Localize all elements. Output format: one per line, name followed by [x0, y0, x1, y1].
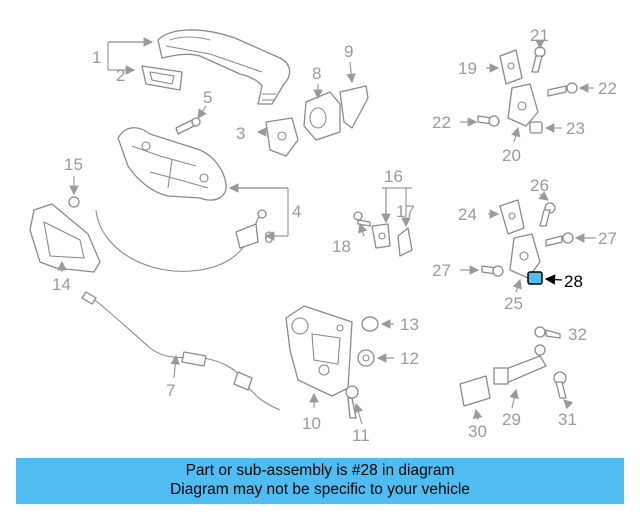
- callout-18: 18: [332, 237, 351, 256]
- bolt-part-26[interactable]: [539, 202, 556, 227]
- callout-32: 32: [568, 325, 587, 344]
- upper-hinge-part-19[interactable]: [499, 49, 523, 85]
- bolt-part-22b[interactable]: [547, 82, 578, 97]
- bolt-part-31[interactable]: [553, 371, 567, 399]
- callout-15: 15: [64, 155, 83, 174]
- banner-line-2: Diagram may not be specific to your vehi…: [170, 481, 470, 498]
- exterior-handle-part[interactable]: [157, 29, 291, 105]
- interior-handle-part[interactable]: [29, 203, 101, 273]
- callout-22a: 22: [432, 113, 451, 132]
- pad-part-17[interactable]: [397, 227, 413, 257]
- parts-diagram: 1 2 3 4 5 6 7 8 9 10 11 12 13 14 15 16 1…: [29, 26, 617, 445]
- callout-6: 6: [264, 228, 273, 247]
- callout-23: 23: [566, 119, 585, 138]
- callout-28: 28: [564, 272, 583, 291]
- callout-2: 2: [116, 66, 125, 85]
- bolt-part-21[interactable]: [531, 46, 546, 73]
- pin-part-18[interactable]: [353, 211, 371, 227]
- door-check-part-29[interactable]: [493, 344, 547, 385]
- callout-31: 31: [558, 410, 577, 429]
- cap-part-23[interactable]: [529, 121, 543, 134]
- hinge-plate-part[interactable]: [371, 223, 391, 249]
- callout-16: 16: [384, 167, 403, 186]
- callout-27a: 27: [432, 261, 451, 280]
- upper-hinge-part-20[interactable]: [507, 83, 539, 127]
- callout-13: 13: [400, 315, 419, 334]
- screw-part-5[interactable]: [175, 117, 201, 135]
- bolt-part-22a[interactable]: [477, 115, 500, 127]
- banner-line-1: Part or sub-assembly is #28 in diagram: [185, 462, 455, 479]
- callout-11: 11: [352, 426, 370, 445]
- highlighted-part-28[interactable]: [527, 271, 543, 285]
- callout-19: 19: [458, 59, 477, 78]
- lock-cylinder-part[interactable]: [303, 91, 341, 141]
- handle-bezel-part[interactable]: [141, 65, 183, 91]
- callout-3: 3: [236, 124, 245, 143]
- callout-22b: 22: [598, 79, 617, 98]
- callout-24: 24: [458, 205, 477, 224]
- callout-10: 10: [302, 414, 321, 433]
- callout-27b: 27: [598, 229, 617, 248]
- callout-21: 21: [530, 26, 549, 45]
- lower-hinge-part-24[interactable]: [499, 199, 525, 235]
- callout-9: 9: [344, 42, 353, 61]
- clip-part-15[interactable]: [68, 196, 80, 208]
- callout-30: 30: [468, 422, 487, 441]
- bolt-part-11[interactable]: [345, 385, 359, 419]
- handle-frame-part[interactable]: [117, 127, 227, 201]
- callout-20: 20: [502, 146, 521, 165]
- callout-5: 5: [203, 88, 212, 107]
- nut-part-12[interactable]: [357, 349, 375, 367]
- cylinder-cover-part[interactable]: [339, 85, 369, 129]
- bracket-part-3[interactable]: [265, 117, 299, 157]
- callout-7: 7: [166, 381, 175, 400]
- callout-1: 1: [92, 48, 101, 67]
- callout-labels: 1 2 3 4 5 6 7 8 9 10 11 12 13 14 15 16 1…: [52, 26, 617, 445]
- bracket-part-30[interactable]: [459, 375, 491, 407]
- callout-12: 12: [400, 349, 419, 368]
- leader-lines: [57, 37, 596, 425]
- bolt-part-32[interactable]: [534, 326, 561, 339]
- bolt-part-27a[interactable]: [481, 265, 504, 277]
- callout-29: 29: [502, 410, 521, 429]
- lower-hinge-part-25[interactable]: [509, 233, 541, 279]
- bolt-part-27b[interactable]: [545, 232, 574, 247]
- callout-26: 26: [530, 176, 549, 195]
- info-banner: Part or sub-assembly is #28 in diagram D…: [16, 458, 624, 504]
- door-latch-part[interactable]: [285, 305, 353, 397]
- callout-17: 17: [396, 202, 415, 221]
- callout-4: 4: [292, 202, 301, 221]
- rod-clip-part[interactable]: [95, 209, 267, 272]
- cable-part[interactable]: [81, 291, 281, 411]
- callout-8: 8: [312, 64, 321, 83]
- grommet-part-13[interactable]: [361, 316, 379, 332]
- callout-25: 25: [504, 294, 523, 313]
- callout-14: 14: [52, 275, 71, 294]
